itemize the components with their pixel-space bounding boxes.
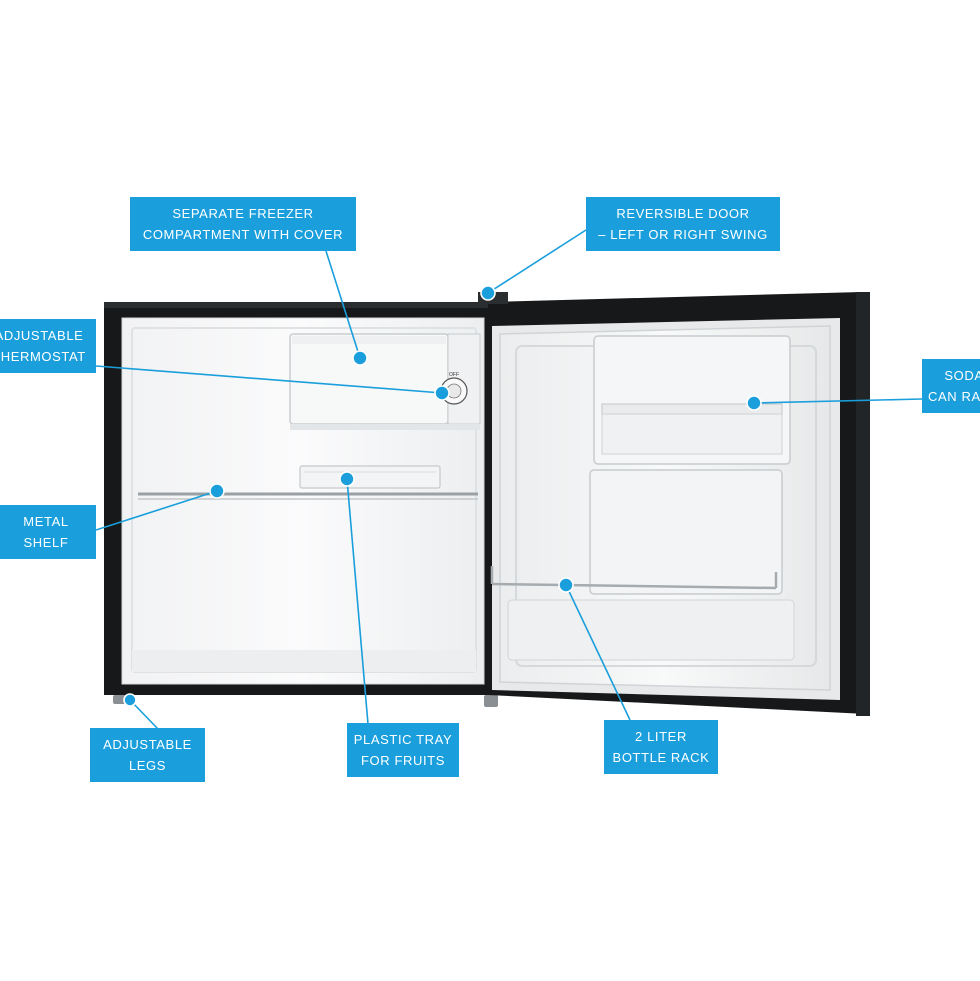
callout-line: SEPARATE FREEZER <box>172 206 314 221</box>
soda-can-rack <box>593 335 791 465</box>
callout-freezer-compartment: SEPARATE FREEZER COMPARTMENT WITH COVER <box>130 197 356 251</box>
cabinet-floor <box>132 650 476 672</box>
leader-thermostat <box>95 365 443 394</box>
dot-shelf <box>209 483 225 499</box>
dot-bottle <box>558 577 574 593</box>
callout-line: COMPARTMENT WITH COVER <box>142 227 344 242</box>
dot-soda <box>746 395 762 411</box>
dial-off-marking: OFF <box>449 372 459 378</box>
leader-freezer <box>325 250 361 359</box>
callout-line: ADJUSTABLE <box>103 737 192 752</box>
callout-line: THERMOSTAT <box>0 349 86 364</box>
plastic-fruit-tray <box>299 465 441 489</box>
leader-bottle <box>565 584 631 721</box>
callout-line: BOTTLE RACK <box>612 750 710 765</box>
leader-shelf <box>95 490 218 531</box>
callout-line: PLASTIC TRAY <box>353 732 453 747</box>
adjustable-legs <box>113 695 498 707</box>
dot-freezer <box>352 350 368 366</box>
callout-bottle-rack: 2 LITER BOTTLE RACK <box>604 720 718 774</box>
leader-soda <box>753 398 923 404</box>
callout-line: ADJUSTABLE <box>0 328 84 343</box>
leader-lines <box>95 229 923 730</box>
callout-adjustable-legs: ADJUSTABLE LEGS <box>90 728 205 782</box>
leader-door <box>487 229 587 294</box>
callout-soda-can-rack: SODA CAN RACK <box>922 359 980 413</box>
callout-line: FOR FRUITS <box>361 753 445 768</box>
callout-line: REVERSIBLE DOOR <box>616 206 750 221</box>
callout-line: SHELF <box>23 535 69 550</box>
callout-reversible-door: REVERSIBLE DOOR – LEFT OR RIGHT SWING <box>586 197 780 251</box>
callout-line: METAL <box>23 514 69 529</box>
callout-plastic-tray: PLASTIC TRAY FOR FRUITS <box>347 723 459 777</box>
callout-adjustable-thermostat: ADJUSTABLE THERMOSTAT <box>0 319 96 373</box>
callout-line: CAN RACK <box>928 389 980 404</box>
leader-tray <box>346 478 369 725</box>
callout-line: 2 LITER <box>635 729 687 744</box>
dot-thermostat <box>434 385 450 401</box>
callout-line: SODA <box>944 368 980 383</box>
dot-legs <box>123 693 137 707</box>
callout-metal-shelf: METAL SHELF <box>0 505 96 559</box>
callout-line: – LEFT OR RIGHT SWING <box>598 227 768 242</box>
callout-dots <box>123 285 762 707</box>
dot-tray <box>339 471 355 487</box>
callout-line: LEGS <box>128 758 167 773</box>
dot-door <box>480 285 496 301</box>
